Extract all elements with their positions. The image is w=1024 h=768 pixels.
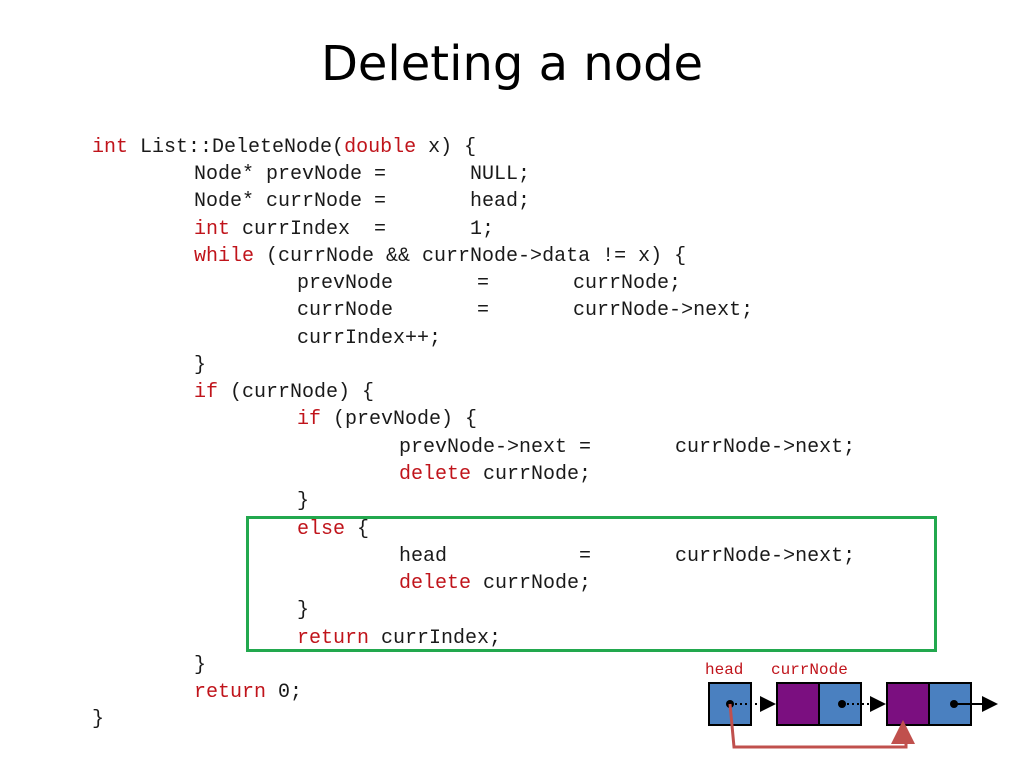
code-text: List::DeleteNode( (128, 136, 345, 159)
code-keyword: double (344, 136, 417, 159)
code-line: return currIndex; (297, 627, 501, 651)
currnode-label: currNode (771, 661, 848, 679)
code-text: 0; (266, 681, 303, 704)
code-text: (currNode) { (218, 381, 375, 404)
code-keyword: return (297, 627, 370, 650)
code-text: (currNode && currNode->data != x) { (254, 245, 687, 268)
head-label: head (705, 661, 743, 679)
code-keyword: delete (399, 572, 472, 595)
head-redirect-arrow (728, 703, 915, 749)
code-text: } (297, 490, 310, 513)
code-text: currNode; (471, 463, 592, 486)
code-text: currIndex; (369, 627, 502, 650)
code-text: x) { (416, 136, 477, 159)
linked-list-diagram: head currNode (705, 661, 998, 749)
code-text: } (92, 708, 105, 731)
code-keyword: return (194, 681, 267, 704)
code-keyword: int (194, 218, 231, 241)
code-line: else { (297, 518, 369, 542)
code-text: head = currNode->next; (399, 545, 856, 568)
code-line: prevNode->next = currNode->next; (399, 436, 855, 460)
code-text: Node* currNode = head; (194, 190, 531, 213)
code-keyword: else (297, 518, 346, 541)
code-line: delete currNode; (399, 572, 591, 596)
code-line: Node* currNode = head; (194, 190, 530, 214)
code-line: head = currNode->next; (399, 545, 855, 569)
code-line: } (297, 599, 309, 623)
code-line: currNode = currNode->next; (297, 299, 753, 323)
code-text: currIndex++; (297, 327, 442, 350)
code-line: prevNode = currNode; (297, 272, 681, 296)
code-keyword: if (194, 381, 219, 404)
code-line: while (currNode && currNode->data != x) … (194, 245, 686, 269)
code-line: if (prevNode) { (297, 408, 477, 432)
code-line: currIndex++; (297, 327, 441, 351)
node2-data-box (886, 682, 930, 726)
code-text: } (194, 354, 207, 377)
code-line: if (currNode) { (194, 381, 374, 405)
code-text: Node* prevNode = NULL; (194, 163, 531, 186)
code-line: } (92, 708, 104, 732)
code-text: currNode; (471, 572, 592, 595)
code-line: delete currNode; (399, 463, 591, 487)
code-line: } (297, 490, 309, 514)
code-text: prevNode->next = currNode->next; (399, 436, 856, 459)
code-text: currNode = currNode->next; (297, 299, 754, 322)
node1-data-box (776, 682, 820, 726)
code-keyword: if (297, 408, 322, 431)
code-line: Node* prevNode = NULL; (194, 163, 530, 187)
slide-title: Deleting a node (320, 36, 704, 92)
code-line: } (194, 654, 206, 678)
code-line: return 0; (194, 681, 302, 705)
code-keyword: while (194, 245, 255, 268)
code-line: } (194, 354, 206, 378)
code-text: prevNode = currNode; (297, 272, 682, 295)
code-text: { (345, 518, 370, 541)
else-branch-highlight-box (246, 516, 937, 652)
code-text: currIndex = 1; (230, 218, 495, 241)
code-line: int currIndex = 1; (194, 218, 494, 242)
code-text: (prevNode) { (321, 408, 478, 431)
code-text: } (194, 654, 207, 677)
code-keyword: int (92, 136, 129, 159)
code-line: int List::DeleteNode(double x) { (92, 136, 476, 160)
code-text: } (297, 599, 310, 622)
code-keyword: delete (399, 463, 472, 486)
